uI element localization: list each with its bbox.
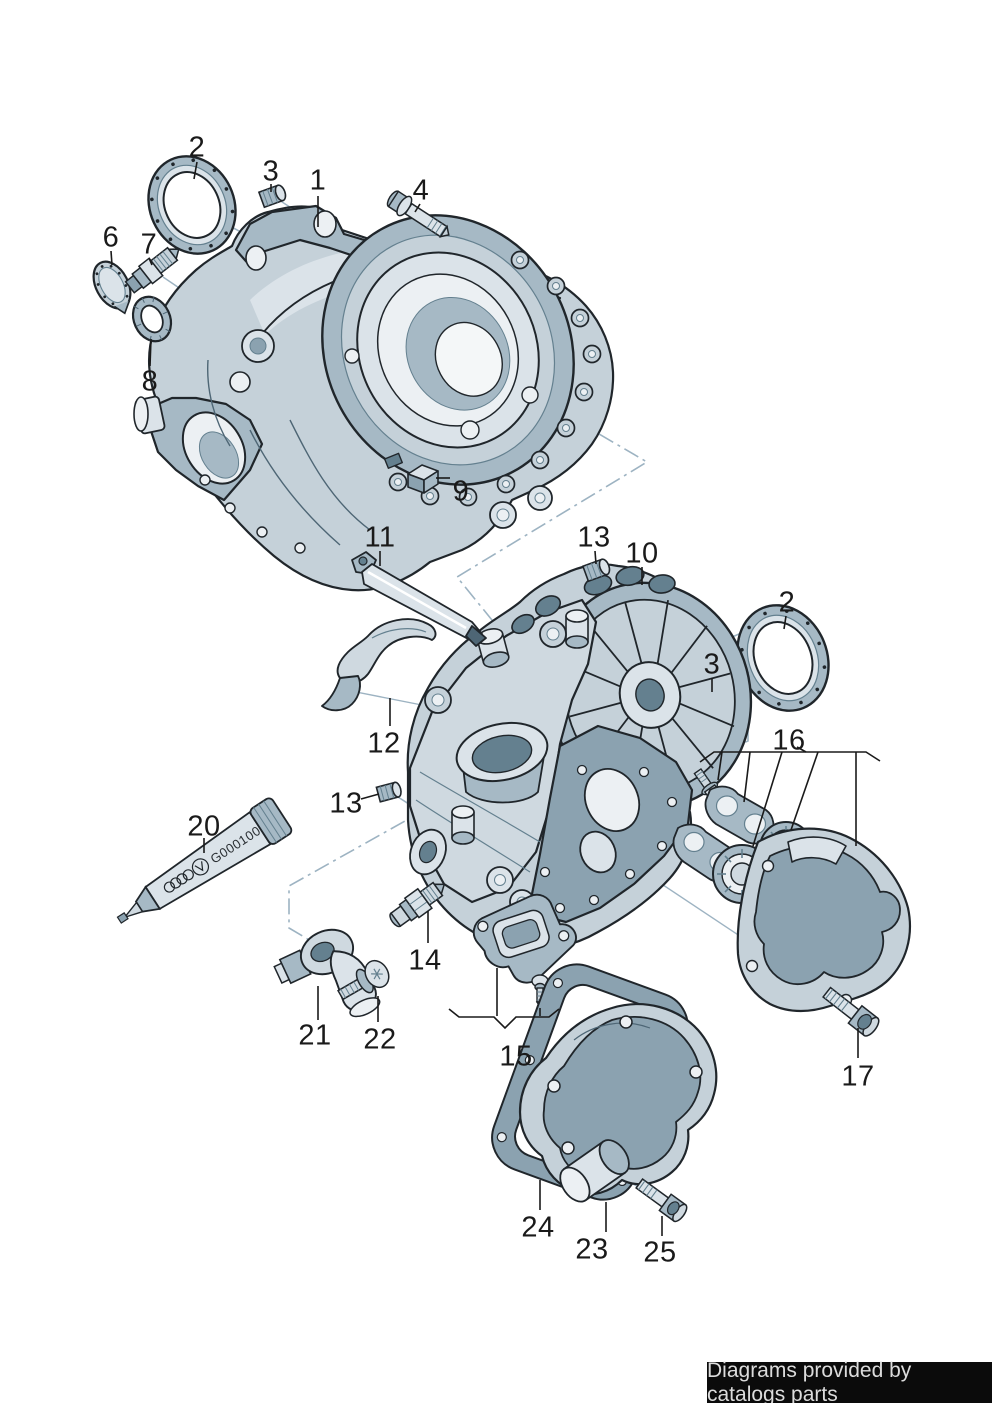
sensor-part-14 xyxy=(389,881,446,928)
bolt-part-17 xyxy=(822,986,880,1037)
seal-ring-part-8 xyxy=(131,295,173,343)
part-callout-1[interactable]: 1 xyxy=(309,164,327,197)
cover-part-23 xyxy=(518,1003,718,1203)
cover-cap-part-6 xyxy=(92,260,132,315)
part-callout-11[interactable]: 11 xyxy=(364,521,396,554)
part-callout-6[interactable]: 6 xyxy=(102,221,120,254)
sensor-part-7 xyxy=(124,246,180,294)
part-callout-13a[interactable]: 13 xyxy=(577,521,611,554)
part-callout-7[interactable]: 7 xyxy=(140,228,158,261)
bolt-part-25 xyxy=(635,1178,688,1223)
part-callout-23[interactable]: 23 xyxy=(575,1233,609,1266)
bolt-part-22 xyxy=(337,959,390,1001)
footer-credit-bar: Diagrams provided by catalogs parts xyxy=(707,1358,992,1403)
footer-credit-text: Diagrams provided by catalogs parts xyxy=(707,1358,912,1403)
selector-lever-part-11 xyxy=(351,551,487,647)
block-part-9 xyxy=(407,464,439,494)
part-callout-25[interactable]: 25 xyxy=(643,1236,677,1269)
part-callout-2a[interactable]: 2 xyxy=(188,131,206,164)
part-callout-24[interactable]: 24 xyxy=(521,1211,555,1244)
part-callout-17[interactable]: 17 xyxy=(841,1060,875,1093)
part-callout-13b[interactable]: 13 xyxy=(329,787,363,820)
plug-part-3-upper xyxy=(257,184,287,209)
shift-fork-part-12 xyxy=(321,618,437,712)
part-callout-8[interactable]: 8 xyxy=(141,365,159,398)
part-callout-2b[interactable]: 2 xyxy=(778,586,796,619)
vw-logo xyxy=(191,858,210,876)
clutch-housing-part-1 xyxy=(133,204,615,592)
seal-ring-part-2-right xyxy=(736,604,830,712)
cover-plate-part-15 xyxy=(472,893,577,984)
part-callout-14[interactable]: 14 xyxy=(408,944,442,977)
plug-part-13-left xyxy=(375,781,402,803)
flange-bolt-tabs xyxy=(388,250,602,507)
part-callout-21[interactable]: 21 xyxy=(298,1019,332,1052)
part-callout-16[interactable]: 16 xyxy=(772,724,806,757)
part-callout-20[interactable]: 20 xyxy=(187,810,221,843)
part-callout-3a[interactable]: 3 xyxy=(262,155,280,188)
plug-part-13-upper xyxy=(581,558,611,583)
end-cover-part-16 xyxy=(736,827,912,1013)
part-callout-9[interactable]: 9 xyxy=(452,475,470,508)
part-callout-3b[interactable]: 3 xyxy=(703,648,721,681)
part-callout-10[interactable]: 10 xyxy=(625,537,659,570)
audi-rings-logo xyxy=(163,869,194,893)
part-callout-22[interactable]: 22 xyxy=(363,1023,397,1056)
gear-housing-part-10 xyxy=(406,563,753,951)
leader-lines xyxy=(110,161,881,1236)
part-callout-4[interactable]: 4 xyxy=(412,174,430,207)
part-callout-12[interactable]: 12 xyxy=(367,727,401,760)
part-callout-15[interactable]: 15 xyxy=(499,1040,533,1073)
seal-ring-part-2-upper xyxy=(147,155,237,255)
